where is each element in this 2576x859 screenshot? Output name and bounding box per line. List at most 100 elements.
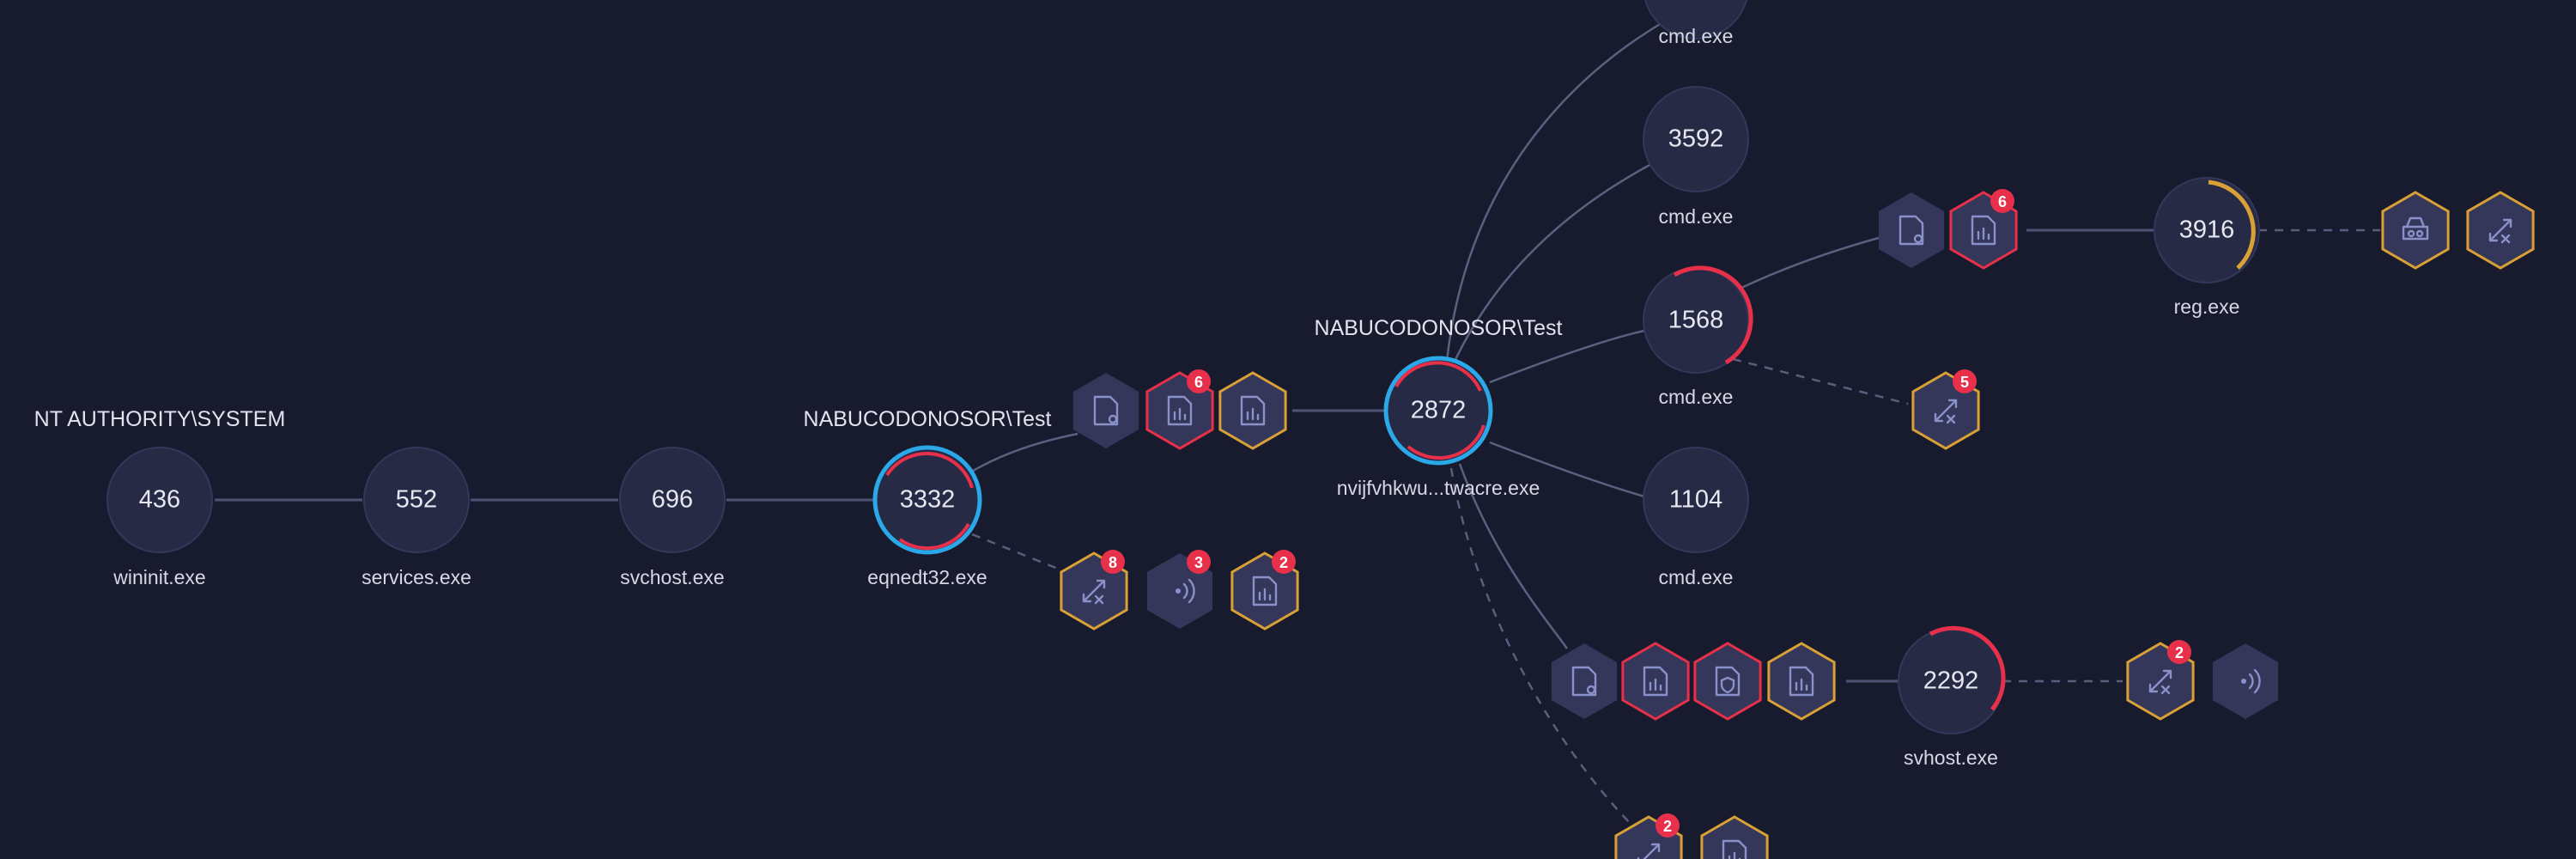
file-write-icon [1789,666,1814,697]
network-cross [1094,594,1104,605]
process-pid: 2292 [1923,667,1979,695]
hexagon-shape [1551,643,1618,719]
file-outline [1643,666,1668,697]
process-node-436[interactable]: 436 wininit.exe [106,447,213,588]
badge-circle [1990,189,2014,213]
process-node-3592[interactable]: 3592 cmd.exe [1643,86,1749,228]
alert-arc [885,452,974,489]
file-outline [1715,666,1741,697]
alert-arc [1406,424,1485,460]
file-outline [1167,395,1193,426]
process-circle [1644,0,1747,40]
event-hexagons-layer: 6 8 3 2 6 5 2 2 [1060,189,2535,859]
badge-circle [1953,369,1977,393]
alert-badge: 3 [1187,550,1211,574]
event-hexagon-e3916a[interactable] [2381,191,2450,270]
file-outline [1971,215,1996,246]
process-name: eqnedt32.exe [867,566,987,588]
registry-rings [2407,229,2424,238]
network-cross [1946,414,1956,424]
alert-badge: 2 [2167,640,2191,664]
badge-circle [1272,550,1296,574]
process-name: services.exe [361,566,471,588]
file-outline [1240,395,1266,426]
signal-icon [2241,668,2261,694]
process-node-2292[interactable]: 2292 svhost.exe [1898,625,2006,769]
event-hexagon-e1568a[interactable] [1878,192,1945,268]
edges-layer [215,0,2380,830]
signal-dot [2241,679,2246,684]
file-outline [1899,215,1924,246]
file-bars [1649,678,1662,691]
hexagon-shape [1693,642,1762,721]
user-label-system: NT AUTHORITY\SYSTEM [34,407,286,431]
file-outline [1789,666,1814,697]
process-node-3916[interactable]: 3916 reg.exe [2154,177,2260,318]
file-bars [1795,678,1808,691]
edge-2872-3592 [1451,161,1654,366]
badge-count: 2 [1279,554,1288,571]
process-nodes-layer: 436 wininit.exe 552 services.exe 696 svc… [106,0,2260,769]
process-node-2872[interactable]: 2872 nvijfvhkwu...twacre.exe [1337,356,1540,499]
file-icon [1571,666,1597,697]
edge-1568-network [1732,357,1909,405]
file-outline [1722,839,1747,859]
badge-circle [1187,369,1211,393]
hexagon-shape [2381,191,2450,270]
network-cross [2160,685,2171,695]
alert-arc [898,523,970,551]
process-node-552[interactable]: 552 services.exe [361,447,471,588]
event-hexagon-e2292a[interactable] [1551,643,1618,719]
network-arrows [1934,399,1958,423]
event-hexagon-e2292c[interactable] [1693,642,1762,721]
process-pid: 3332 [900,486,956,514]
process-node-3332[interactable]: 3332 eqnedt32.exe [867,445,987,588]
event-hexagon-e3332f[interactable]: 2 [1230,550,1299,631]
edge-2872-1104 [1489,441,1645,498]
process-circle [363,447,470,553]
event-hexagon-e2292d[interactable] [1767,642,1836,721]
process-node-1568[interactable]: 1568 cmd.exe [1643,265,1753,408]
process-circle [619,447,726,553]
event-hexagon-e3332e[interactable]: 3 [1146,550,1213,629]
network-icon [2488,218,2512,244]
process-pid: 2872 [1411,397,1467,424]
process-name: nvijfvhkwu...twacre.exe [1337,477,1540,499]
event-hexagon-ebota[interactable]: 2 [1614,813,1683,859]
event-hexagon-e3332a[interactable] [1072,373,1139,448]
process-circle [2154,177,2260,283]
event-hexagon-e3916b[interactable] [2466,191,2535,270]
user-label-test-2872: NABUCODONOSOR\Test [1315,316,1563,340]
file-outline [1093,395,1119,426]
alert-badge: 2 [1656,813,1680,838]
network-arrows [2148,669,2172,693]
network-icon [1934,399,1958,424]
network-arrows [1637,843,1661,859]
alert-arc [1929,625,2006,711]
registry-icon [2402,216,2429,241]
event-hexagon-e2292b[interactable] [1621,642,1690,721]
alert-badge: 8 [1101,550,1125,574]
file-bars [1246,407,1260,421]
event-hexagon-e3332d[interactable]: 8 [1060,550,1128,631]
highlight-ring [1383,356,1493,466]
file-write-icon [1971,215,1996,246]
event-hexagon-e3332c[interactable] [1218,371,1287,450]
process-name: reg.exe [2174,295,2240,318]
event-hexagon-e3332b[interactable]: 6 [1145,369,1214,450]
file-bars [1977,227,1990,241]
event-hexagon-e2292f[interactable] [2212,643,2279,719]
process-node-696[interactable]: 696 svchost.exe [619,447,726,588]
alert-badge: 5 [1953,369,1977,393]
event-hexagon-e1568c[interactable]: 5 [1911,369,1980,450]
file-write-icon [1167,395,1193,426]
process-node-1104[interactable]: 1104 cmd.exe [1643,447,1749,588]
process-node-top-cmd[interactable]: cmd.exe [1643,0,1748,47]
file-dot [1108,414,1118,424]
event-hexagon-e2292e[interactable]: 2 [2126,640,2195,721]
process-pid: 3592 [1668,125,1724,153]
badge-circle [2167,640,2191,664]
event-hexagon-ebotb[interactable] [1700,815,1769,859]
event-hexagon-e1568b[interactable]: 6 [1949,189,2018,270]
